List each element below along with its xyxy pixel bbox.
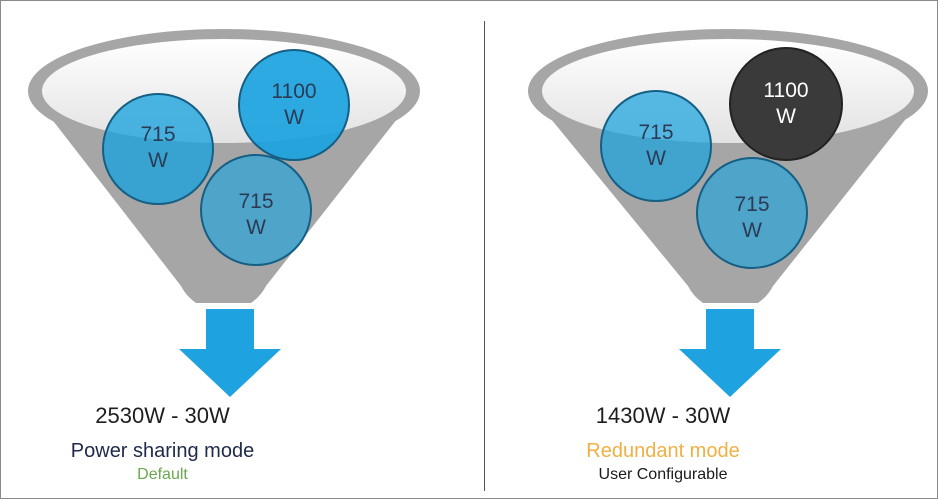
funnel-diagram: 715 W 1100 W 715 W bbox=[28, 29, 420, 397]
supply-unit: W bbox=[742, 219, 762, 242]
funnel-rim-inner bbox=[542, 39, 914, 143]
supply-circle: 715 W bbox=[102, 93, 214, 205]
supply-unit: W bbox=[776, 105, 796, 128]
supply-unit: W bbox=[148, 149, 168, 172]
power-sharing-panel: 715 W 1100 W 715 W 2530W - 30W Power sha… bbox=[6, 1, 466, 498]
supply-circle: 715 W bbox=[200, 154, 312, 266]
total-output: 1430W - 30W bbox=[595, 403, 731, 428]
supply-watts: 715 bbox=[734, 193, 769, 216]
supply-watts: 1100 bbox=[271, 80, 316, 103]
supply-unit: W bbox=[284, 106, 304, 129]
redundant-panel: 715 W 1100 W 715 W 1430W - 30W Redundant… bbox=[498, 1, 938, 498]
supply-unit: W bbox=[646, 147, 666, 170]
total-output: 2530W - 30W bbox=[95, 403, 230, 428]
supply-circle: 715 W bbox=[696, 157, 808, 269]
funnel-diagram: 715 W 1100 W 715 W bbox=[528, 29, 928, 397]
supply-unit: W bbox=[246, 216, 266, 239]
output-arrow bbox=[179, 309, 281, 397]
output-arrow bbox=[679, 309, 781, 397]
mode-sublabel: User Configurable bbox=[598, 466, 728, 483]
supply-watts: 1100 bbox=[763, 79, 808, 102]
mode-label: Power sharing mode bbox=[70, 440, 255, 462]
panel-divider bbox=[484, 21, 485, 491]
supply-circle: 1100 W bbox=[238, 49, 350, 161]
mode-sublabel: Default bbox=[137, 466, 188, 483]
supply-circle-standby: 1100 W bbox=[729, 47, 843, 161]
supply-watts: 715 bbox=[238, 190, 273, 213]
supply-watts: 715 bbox=[140, 123, 175, 146]
supply-watts: 715 bbox=[638, 121, 673, 144]
mode-label: Redundant mode bbox=[586, 440, 740, 462]
supply-circle: 715 W bbox=[600, 90, 712, 202]
